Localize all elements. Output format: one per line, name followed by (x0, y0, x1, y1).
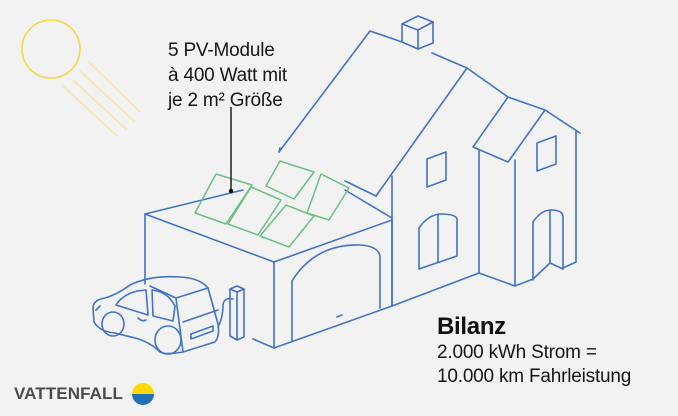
brand-wordmark: VATTENFALL (14, 384, 123, 403)
car-icon (92, 275, 220, 355)
annotation-line: je 2 m² Größe (168, 90, 283, 111)
garage-icon (144, 189, 393, 349)
annotation-pointer (228, 107, 234, 194)
summary-title: Bilanz (437, 313, 506, 340)
summary-line-distance: 10.000 km Fahrleistung (437, 366, 632, 387)
summary-line-energy: 2.000 kWh Strom = (437, 342, 597, 363)
solar-panel-icon (194, 160, 350, 248)
vattenfall-logo: VATTENFALL (14, 379, 155, 409)
wallbox-charger-icon (217, 285, 245, 341)
vattenfall-emblem-icon (131, 383, 154, 405)
pv-modules-annotation: 5 PV-Module à 400 Watt mit je 2 m² Größe (168, 38, 338, 113)
sun-icon (21, 19, 141, 137)
balance-summary: Bilanz 2.000 kWh Strom = 10.000 km Fahrl… (437, 313, 677, 389)
annotation-line: 5 PV-Module (168, 40, 275, 61)
annotation-line: à 400 Watt mit (168, 65, 287, 86)
